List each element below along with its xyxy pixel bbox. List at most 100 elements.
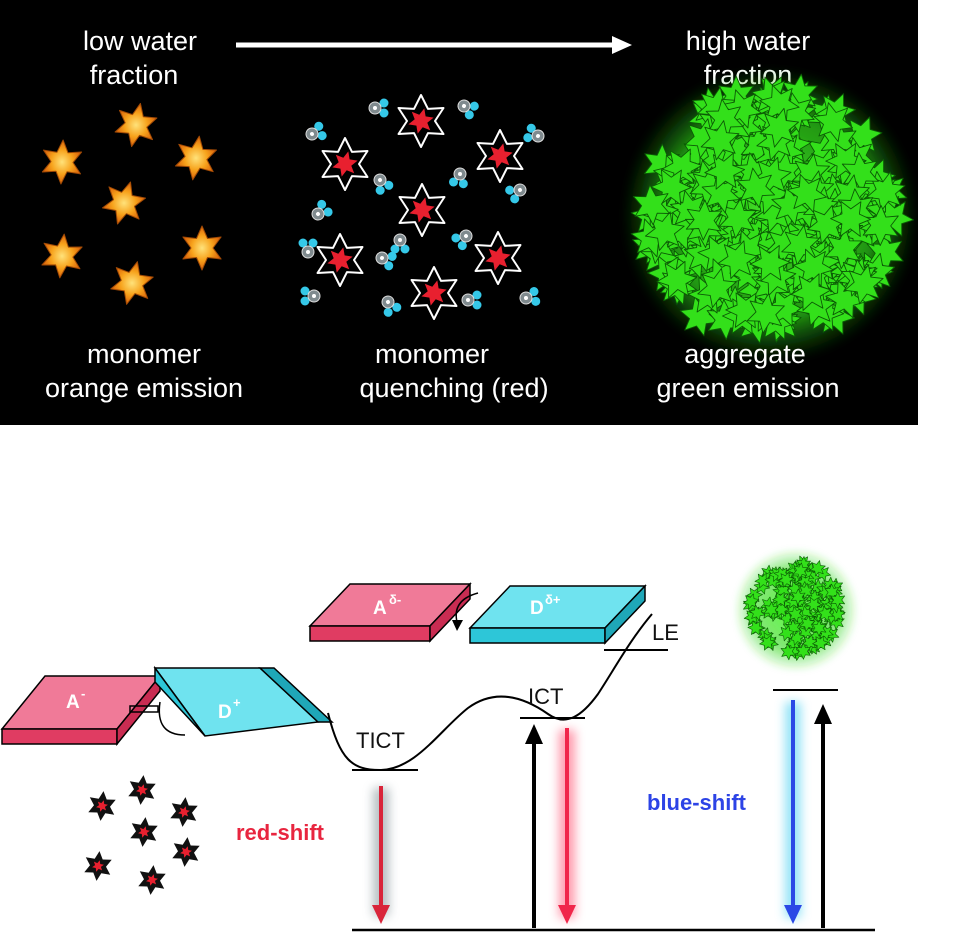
- top-panel: low water fraction high water fraction m…: [0, 0, 918, 425]
- potential-energy-curve: LE ICT TICT: [327, 613, 875, 932]
- green-star: [790, 273, 832, 311]
- green-aggregate: [622, 67, 918, 363]
- donor-delta-label: D: [530, 598, 544, 619]
- orange-star: [182, 225, 222, 271]
- middle-caption-line2: quenching (red): [359, 373, 548, 403]
- water-molecule: [523, 123, 545, 143]
- acceptor-delta-label: A: [373, 598, 387, 619]
- water-molecule: [300, 286, 321, 306]
- green-star: [830, 200, 872, 237]
- green-star: [746, 293, 785, 334]
- tict-label: TICT: [356, 728, 405, 753]
- donor-delta-sup: δ+: [545, 592, 561, 607]
- small-green-star: [809, 560, 826, 577]
- small-green-star: [778, 625, 795, 642]
- red-star-core: [408, 108, 434, 134]
- quenched-monomer-stars: [84, 775, 200, 895]
- water-molecule: [461, 290, 482, 310]
- orange-star: [41, 139, 83, 185]
- green-star: [786, 174, 828, 213]
- dark-star-core: [180, 846, 192, 858]
- dark-star-core: [96, 800, 108, 812]
- ict-molecule-slabs: A δ- D δ+: [308, 582, 647, 645]
- dark-star-core: [136, 784, 148, 796]
- orange-star: [175, 135, 217, 181]
- small-green-star: [798, 582, 814, 600]
- donor-plus-sup: +: [233, 695, 241, 710]
- dark-star-core: [178, 806, 190, 818]
- small-green-star: [812, 635, 829, 651]
- red-star-core: [485, 245, 511, 271]
- small-green-aggregate: [734, 548, 858, 672]
- water-molecule: [375, 251, 397, 271]
- water-molecule: [519, 287, 541, 306]
- dark-star-core: [92, 860, 104, 872]
- right-header-line1: high water: [686, 26, 811, 56]
- red-star-core: [421, 280, 447, 306]
- orange-star: [41, 233, 83, 279]
- orange-star: [110, 261, 154, 305]
- small-green-star: [805, 596, 823, 612]
- small-green-star: [780, 643, 796, 661]
- small-green-star: [787, 606, 804, 623]
- small-green-star: [759, 634, 776, 651]
- left-header-line1: low water: [83, 26, 197, 56]
- water-molecule: [381, 295, 402, 317]
- tict-molecule-slabs: A - D +: [0, 665, 334, 747]
- green-star: [749, 245, 791, 282]
- tict-emission-arrow: [372, 786, 390, 924]
- right-caption-line1: aggregate: [684, 339, 806, 369]
- water-molecule: [373, 173, 394, 195]
- red-star-core: [409, 197, 435, 223]
- green-star: [700, 120, 740, 161]
- donor-plus-label: D: [218, 702, 232, 723]
- green-star: [759, 107, 799, 148]
- red-star-core: [487, 143, 513, 169]
- water-molecule: [390, 233, 410, 254]
- green-star: [697, 268, 737, 308]
- red-star-core: [327, 247, 353, 273]
- le-label: LE: [652, 620, 679, 645]
- green-star: [813, 102, 853, 142]
- water-molecule: [298, 238, 318, 259]
- left-caption-line1: monomer: [87, 339, 201, 369]
- ict-emission-arrow: [558, 728, 576, 924]
- dark-star-core: [138, 826, 150, 838]
- red-star-core: [332, 151, 358, 177]
- blue-shift-label: blue-shift: [647, 790, 747, 815]
- small-green-star: [830, 591, 846, 609]
- middle-caption-line1: monomer: [375, 339, 489, 369]
- small-green-star: [799, 615, 816, 632]
- green-star: [685, 199, 723, 241]
- acceptor-minus-label: A: [66, 692, 80, 713]
- water-molecule: [457, 99, 479, 120]
- water-molecule: [311, 199, 333, 221]
- ict-absorption-arrow: [525, 724, 543, 928]
- left-caption-line2: orange emission: [45, 373, 243, 403]
- small-green-star: [796, 642, 811, 660]
- aggregate-absorption-arrow: [814, 704, 832, 928]
- small-green-star: [749, 604, 766, 622]
- red-shift-label: red-shift: [236, 820, 325, 845]
- water-molecule: [449, 167, 468, 189]
- quenching-monomers: [298, 94, 545, 320]
- aggregate-emission-arrow: [784, 700, 802, 924]
- green-star: [825, 143, 867, 179]
- green-star: [704, 152, 746, 190]
- water-molecule: [505, 183, 527, 204]
- small-green-star: [792, 562, 809, 580]
- water-molecule: [305, 121, 327, 141]
- green-star: [717, 240, 758, 280]
- water-fraction-arrow: [236, 36, 632, 54]
- water-molecule: [451, 229, 473, 251]
- small-green-star: [777, 571, 795, 588]
- green-star: [706, 299, 744, 340]
- dark-star-core: [146, 874, 158, 886]
- ict-label: ICT: [528, 684, 563, 709]
- small-green-star: [811, 619, 827, 637]
- orange-monomer-stars: [41, 102, 222, 305]
- left-header-line2: fraction: [90, 60, 179, 90]
- small-green-star: [817, 605, 834, 622]
- green-star: [844, 264, 884, 305]
- acceptor-delta-sup: δ-: [389, 592, 401, 607]
